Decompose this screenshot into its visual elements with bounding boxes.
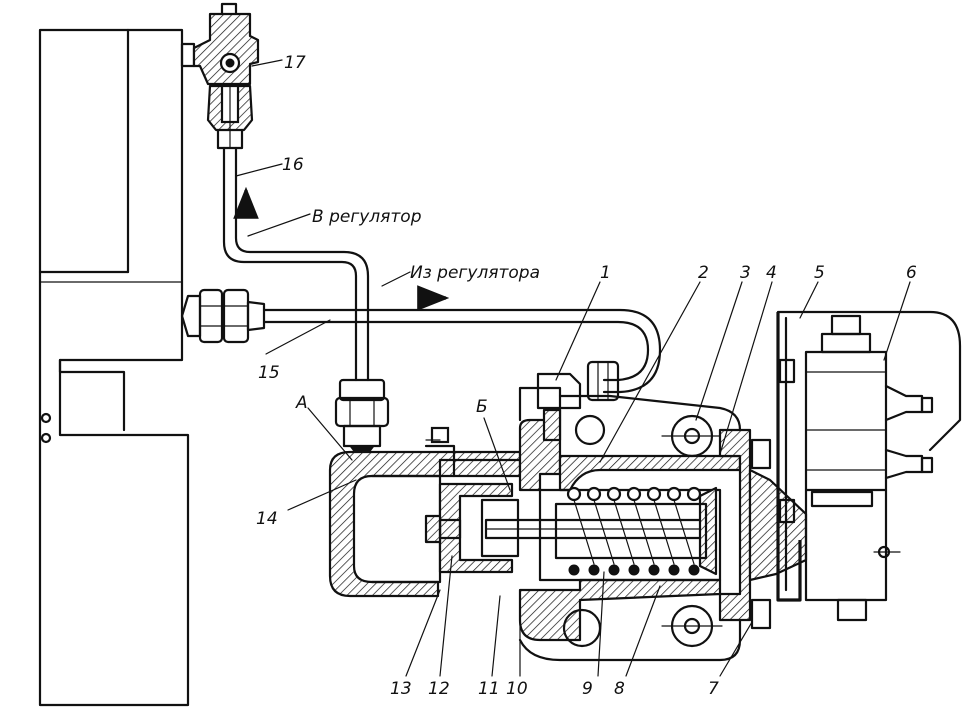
label-17: 17 [284, 53, 306, 73]
label-2: 2 [698, 263, 709, 283]
label-1: 1 [600, 263, 611, 283]
label-12: 12 [428, 679, 450, 699]
label-4: 4 [766, 263, 777, 283]
label-11: 11 [478, 679, 500, 699]
label-9: 9 [582, 679, 593, 699]
servo-housing [328, 360, 742, 662]
label-5: 5 [814, 263, 825, 283]
pipe-16 [222, 146, 370, 382]
label-a: А [295, 393, 308, 413]
label-3: 3 [740, 263, 751, 283]
return-spring [566, 486, 702, 576]
pipe-15 [180, 285, 662, 394]
label-8: 8 [614, 679, 625, 699]
engine-body [38, 28, 196, 707]
label-b: Б [476, 397, 488, 417]
label-6: 6 [906, 263, 917, 283]
piston-assembly [424, 482, 722, 582]
check-valve-17 [192, 2, 260, 150]
label-14: 14 [256, 509, 278, 529]
from-regulator-label: Из регулятора [410, 263, 540, 283]
label-13: 13 [390, 679, 412, 699]
to-regulator-label: В регулятор [312, 207, 422, 227]
label-10: 10 [506, 679, 528, 699]
label-15: 15 [258, 363, 280, 383]
label-16: 16 [282, 155, 304, 175]
leader-lines [235, 59, 911, 677]
solenoid-unit [776, 310, 962, 622]
label-7: 7 [708, 679, 719, 699]
